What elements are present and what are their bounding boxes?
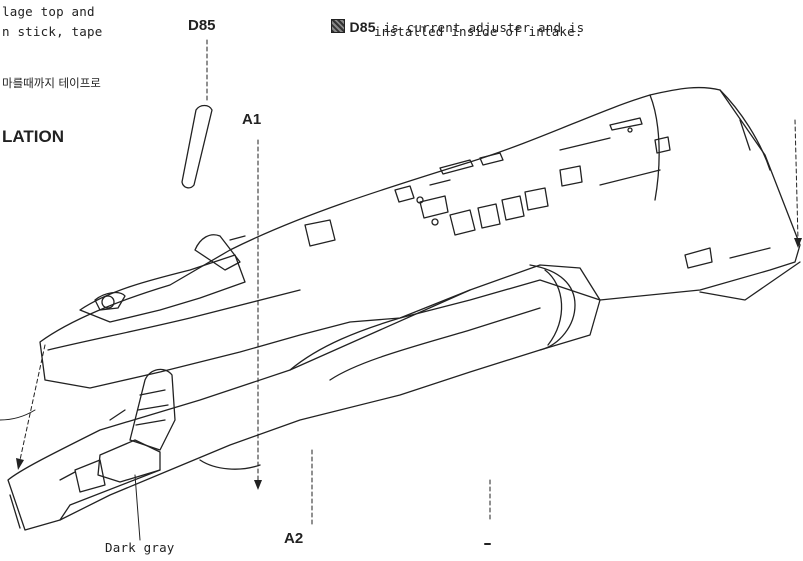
adjuster-part-number: D85: [349, 18, 376, 35]
left-leader: [0, 409, 36, 421]
color-label-dark-gray: Dark gray: [105, 540, 175, 555]
note-line-2: n stick, tape: [2, 24, 103, 39]
lower-fuselage-part: [7, 264, 601, 531]
arrow-heads: [16, 238, 802, 490]
cockpit-opening: [79, 234, 246, 323]
gray-square-icon: [331, 18, 346, 33]
ejection-seat: [59, 368, 176, 493]
adjuster-note-line-2: installed inside of intake.: [374, 24, 583, 39]
note-line-1: lage top and: [2, 4, 95, 19]
dark-gray-leader: [134, 474, 141, 541]
callout-d85: D85: [188, 17, 216, 34]
section-title: LATION: [2, 127, 65, 146]
callout-a2: A2: [284, 530, 304, 547]
leader-lines: [19, 39, 799, 526]
adjuster-note-line-1: is current adjuster and is: [375, 19, 585, 35]
d85-adjuster-rod: [181, 104, 213, 189]
upper-fuselage-part: [39, 86, 801, 389]
callout-a1: A1: [242, 111, 262, 128]
adjuster-note: D85 is current adjuster and is: [316, 6, 584, 34]
note-korean: 마를때까지 테이프로: [2, 76, 101, 90]
